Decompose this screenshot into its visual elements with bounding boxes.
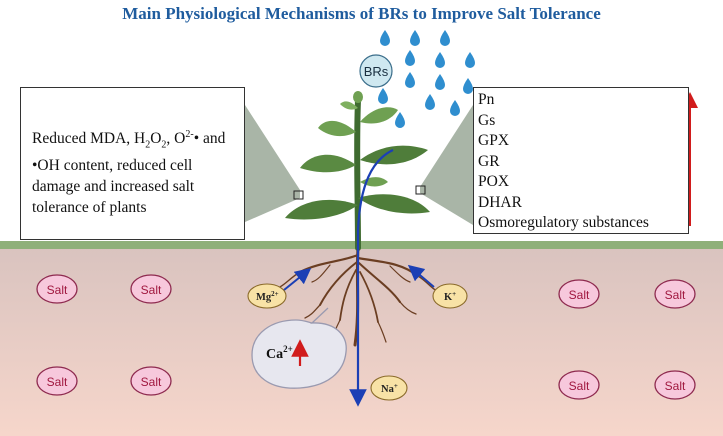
right-callout-marker	[415, 185, 426, 195]
brs-bubble	[359, 54, 393, 88]
raindrop	[463, 78, 473, 94]
salt-particle: Salt	[130, 366, 172, 396]
leaf	[358, 194, 430, 214]
raindrop	[378, 88, 388, 104]
left-callout-wedge	[245, 105, 300, 222]
list-item: DHAR	[478, 193, 522, 211]
mg-ion	[247, 283, 287, 309]
leaf	[300, 154, 356, 173]
svg-text:Salt: Salt	[47, 375, 68, 389]
leaf	[360, 145, 428, 165]
list-item: GPX	[478, 132, 510, 149]
raindrop	[450, 100, 460, 116]
list-item: Gs	[478, 111, 496, 129]
salt-particle: Salt	[654, 279, 696, 309]
svg-text:Salt: Salt	[141, 283, 162, 297]
raindrop	[425, 94, 435, 110]
svg-text:Salt: Salt	[47, 283, 68, 297]
transport-arrow-main	[349, 149, 394, 407]
plant-bud	[353, 91, 363, 103]
salt-particle: Salt	[130, 274, 172, 304]
raindrop	[405, 50, 415, 66]
leaf	[318, 120, 356, 137]
svg-text:Salt: Salt	[665, 288, 686, 302]
salt-particle: Salt	[654, 370, 696, 400]
right-callout-wedge	[420, 105, 473, 225]
leaves	[285, 101, 430, 220]
diagram-title: Main Physiological Mechanisms of BRs to …	[122, 4, 601, 23]
raindrop	[440, 30, 450, 46]
raindrop	[405, 72, 415, 88]
increased-indicators-list: Pn Gs GPX GR POX DHAR Osmoregulatory sub…	[478, 90, 649, 234]
k-transport-arrow	[407, 264, 435, 288]
mg-transport-arrow	[283, 267, 312, 291]
list-item: GR	[478, 152, 500, 170]
na-ion-label: Na+	[381, 382, 398, 395]
leaf	[285, 199, 358, 220]
ground-line	[0, 241, 723, 249]
raindrop	[435, 52, 445, 68]
salt-particle: Salt	[36, 366, 78, 396]
raindrops	[378, 30, 475, 128]
left-callout-marker	[293, 190, 304, 200]
raindrop	[410, 30, 420, 46]
svg-text:Salt: Salt	[141, 375, 162, 389]
list-item: Pn	[478, 91, 495, 108]
raindrop	[465, 52, 475, 68]
salt-particle: Salt	[558, 370, 600, 400]
k-ion-label: K+	[444, 290, 456, 303]
list-item: Osmoregulatory substances	[478, 214, 649, 231]
salt-particle: Salt	[36, 274, 78, 304]
svg-text:Salt: Salt	[665, 379, 686, 393]
list-item: POX	[478, 173, 510, 190]
leaf	[340, 101, 358, 110]
svg-text:Salt: Salt	[569, 288, 590, 302]
raindrop	[435, 74, 445, 90]
leaf	[360, 107, 398, 124]
left-callout-text: Reduced MDA, H2O2, O2-• and •OH content,…	[32, 129, 226, 217]
brs-label: BRs	[364, 64, 389, 79]
na-ion	[370, 375, 408, 401]
raindrop	[395, 112, 405, 128]
mg-ion-label: Mg2+	[256, 290, 279, 303]
k-ion	[432, 283, 468, 309]
salt-particles: Salt Salt Salt Salt Salt Salt Salt Salt	[36, 274, 696, 400]
salt-particle: Salt	[558, 279, 600, 309]
svg-text:Salt: Salt	[569, 379, 590, 393]
left-callout-box: Reduced MDA, H2O2, O2-• and •OH content,…	[20, 87, 245, 240]
raindrop	[380, 30, 390, 46]
right-callout-box: Pn Gs GPX GR POX DHAR Osmoregulatory sub…	[473, 87, 689, 234]
ca-ion-label: Ca2+	[266, 344, 293, 362]
